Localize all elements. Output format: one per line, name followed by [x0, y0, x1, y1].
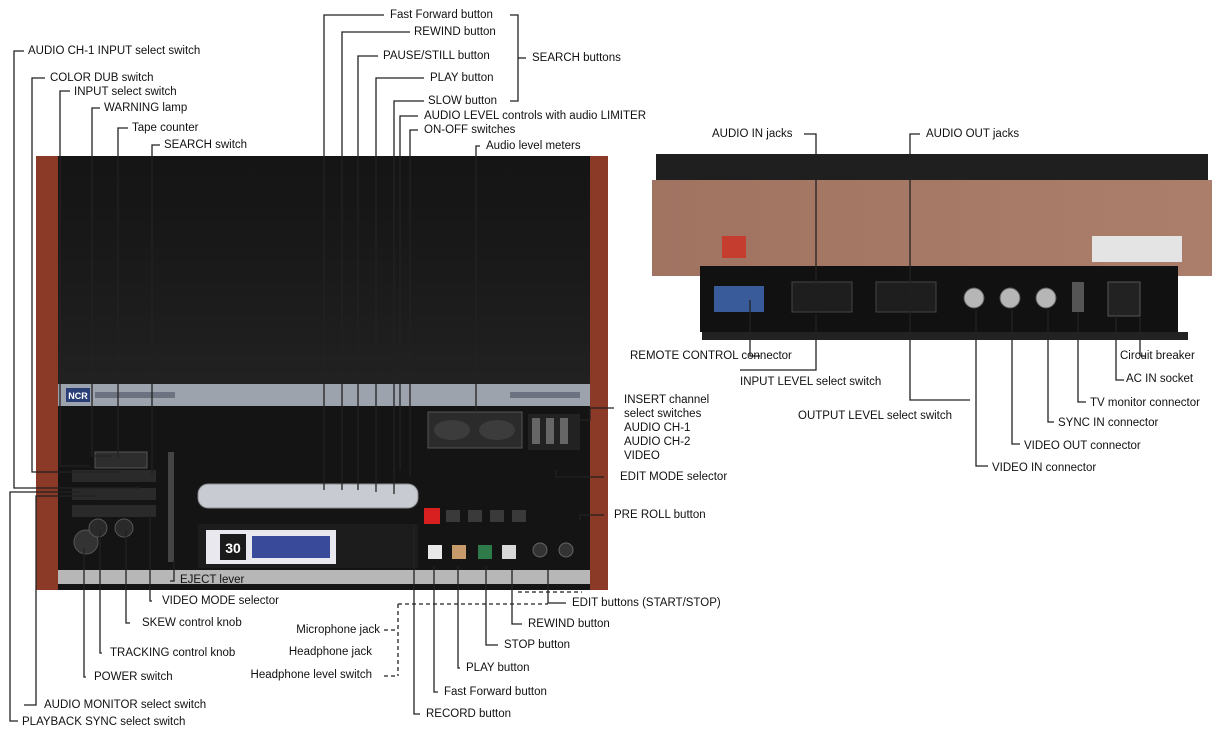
- eject-lever: [168, 452, 174, 562]
- label-rewind-bottom: REWIND button: [528, 618, 610, 631]
- label-sync-in: SYNC IN connector: [1058, 417, 1158, 430]
- label-edit-mode-selector: EDIT MODE selector: [620, 471, 727, 484]
- label-audio-monitor: AUDIO MONITOR select switch: [44, 699, 206, 712]
- label-fast-forward-top: Fast Forward button: [390, 9, 493, 22]
- label-microphone-jack: Microphone jack: [230, 624, 380, 637]
- label-audio-out-jacks: AUDIO OUT jacks: [926, 128, 1019, 141]
- label-search-buttons: SEARCH buttons: [532, 52, 621, 65]
- label-fast-forward-bottom: Fast Forward button: [444, 686, 547, 699]
- label-input-select: INPUT select switch: [74, 86, 177, 99]
- label-audio-ch1-input: AUDIO CH-1 INPUT select switch: [28, 45, 200, 58]
- label-audio-ch2: AUDIO CH-2: [624, 436, 690, 449]
- label-stop: STOP button: [504, 639, 570, 652]
- label-video-in: VIDEO IN connector: [992, 462, 1096, 475]
- tape-counter: [95, 452, 147, 468]
- label-video-mode: VIDEO MODE selector: [162, 595, 279, 608]
- label-remote-control: REMOTE CONTROL connector: [630, 350, 792, 363]
- label-output-level: OUTPUT LEVEL select switch: [798, 410, 952, 423]
- label-search-switch: SEARCH switch: [164, 139, 247, 152]
- label-warning-lamp: WARNING lamp: [104, 102, 187, 115]
- label-record: RECORD button: [426, 708, 511, 721]
- label-tracking-knob: TRACKING control knob: [110, 647, 235, 660]
- label-power-switch: POWER switch: [94, 671, 173, 684]
- label-video-out: VIDEO OUT connector: [1024, 440, 1141, 453]
- label-tape-counter: Tape counter: [132, 122, 199, 135]
- record-button-graphic: [424, 508, 440, 524]
- front-vtr-illustration: NCR 30: [36, 156, 608, 590]
- label-select-switches: select switches: [624, 408, 701, 421]
- label-eject-lever: EJECT lever: [180, 574, 244, 587]
- label-rewind-top: REWIND button: [414, 26, 496, 39]
- label-audio-level-controls: AUDIO LEVEL controls with audio LIMITER: [424, 110, 646, 123]
- remote-control-port: [714, 286, 764, 312]
- label-edit-buttons: EDIT buttons (START/STOP): [572, 597, 721, 610]
- label-color-dub: COLOR DUB switch: [50, 72, 154, 85]
- label-play-top: PLAY button: [430, 72, 494, 85]
- label-headphone-level: Headphone level switch: [196, 669, 372, 682]
- label-audio-ch1: AUDIO CH-1: [624, 422, 690, 435]
- label-pre-roll: PRE ROLL button: [614, 509, 706, 522]
- brand-text: NCR: [68, 391, 88, 401]
- label-audio-in-jacks: AUDIO IN jacks: [712, 128, 793, 141]
- label-pause-still: PAUSE/STILL button: [383, 50, 490, 63]
- label-audio-level-meters: Audio level meters: [486, 140, 581, 153]
- label-on-off-switches: ON-OFF switches: [424, 124, 515, 137]
- label-insert-channel: INSERT channel: [624, 394, 709, 407]
- label-headphone-jack: Headphone jack: [230, 646, 372, 659]
- label-skew-knob: SKEW control knob: [142, 617, 242, 630]
- label-input-level: INPUT LEVEL select switch: [740, 376, 881, 389]
- label-playback-sync: PLAYBACK SYNC select switch: [22, 716, 185, 729]
- cassette-label: 30: [225, 540, 241, 556]
- label-tv-monitor: TV monitor connector: [1090, 397, 1200, 410]
- label-video: VIDEO: [624, 450, 660, 463]
- label-slow: SLOW button: [428, 95, 497, 108]
- label-play-bottom: PLAY button: [466, 662, 530, 675]
- label-ac-in: AC IN socket: [1126, 373, 1193, 386]
- rear-vtr-illustration: [652, 154, 1212, 340]
- label-circuit-breaker: Circuit breaker: [1120, 350, 1195, 363]
